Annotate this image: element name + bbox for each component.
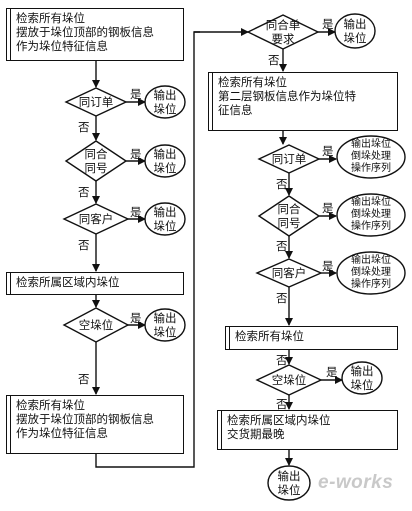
output-text: 输出垛位 — [343, 17, 367, 45]
process-text: 征信息 — [218, 103, 253, 117]
process-text: 检索所属区域内垛位 — [16, 275, 120, 289]
process-text: 检索所有垛位 — [16, 398, 85, 412]
process-text: 第二层钢板信息作为垛位特 — [218, 89, 356, 103]
yes-label: 是 — [130, 205, 142, 219]
output-terminal — [144, 144, 186, 178]
output-terminal — [336, 193, 406, 237]
decision-text: 同订单 — [78, 95, 114, 109]
decision-text: 同客户 — [78, 212, 114, 226]
output-text: 输出垛位 — [153, 147, 177, 175]
process-text: 作为垛位特征信息 — [16, 426, 108, 440]
output-terminal — [336, 135, 406, 179]
output-text: 输出垛位倒垛处理操作序列 — [351, 139, 391, 174]
process-text: 检索所有垛位 — [16, 11, 85, 25]
no-label: 否 — [276, 397, 288, 411]
process-text: 检索所有垛位 — [218, 75, 287, 89]
decision-text: 空垛位 — [78, 318, 114, 332]
decision-text: 空垛位 — [271, 373, 307, 387]
no-label: 否 — [276, 177, 288, 191]
no-label: 否 — [78, 185, 90, 199]
process-box: 检索所有垛位 — [225, 326, 398, 350]
yes-label: 是 — [130, 147, 142, 161]
output-text: 输出垛位 — [277, 469, 301, 497]
no-label: 否 — [276, 353, 288, 367]
yes-label: 是 — [130, 87, 142, 101]
yes-label: 是 — [322, 17, 334, 31]
decision-text: 同订单 — [271, 152, 307, 166]
no-label: 否 — [276, 239, 288, 253]
decision-text: 同合同号 — [277, 202, 301, 230]
process-text: 摆放于垛位顶部的钢板信息 — [16, 412, 154, 426]
process-box: 检索所有垛位 摆放于垛位顶部的钢板信息 作为垛位特征信息 — [6, 8, 184, 61]
no-label: 否 — [78, 120, 90, 134]
watermark-logo: e-works — [318, 472, 394, 493]
output-text: 输出垛位 — [153, 88, 177, 116]
yes-label: 是 — [322, 201, 334, 215]
yes-label: 是 — [130, 311, 142, 325]
output-terminal — [144, 85, 186, 119]
yes-label: 是 — [322, 144, 334, 158]
output-terminal — [341, 361, 383, 395]
output-text: 输出垛位 — [153, 205, 177, 233]
yes-label: 是 — [326, 365, 338, 379]
output-text: 输出垛位 — [153, 311, 177, 339]
process-text: 检索所属区域内垛位 — [227, 413, 331, 427]
process-text: 检索所有垛位 — [235, 329, 304, 343]
process-text: 作为垛位特征信息 — [16, 39, 108, 53]
no-label: 否 — [276, 291, 288, 305]
process-box: 检索所有垛位 第二层钢板信息作为垛位特 征信息 — [208, 72, 398, 131]
output-text: 输出垛位倒垛处理操作序列 — [351, 255, 391, 290]
process-text: 摆放于垛位顶部的钢板信息 — [16, 25, 154, 39]
process-text: 交货期最晚 — [227, 427, 285, 441]
decision-text: 同合单要求 — [265, 18, 301, 46]
no-label: 否 — [78, 238, 90, 252]
output-text: 输出垛位 — [350, 364, 374, 392]
output-terminal — [144, 308, 186, 342]
output-terminal — [267, 465, 311, 501]
decision-text: 同合 同号 — [84, 147, 108, 175]
output-text: 输出垛位倒垛处理操作序列 — [351, 197, 391, 232]
output-terminal — [334, 13, 376, 49]
decision-text: 同客户 — [271, 266, 307, 280]
no-label: 否 — [78, 372, 90, 386]
process-box: 检索所属区域内垛位 交货期最晚 — [217, 410, 398, 450]
yes-label: 是 — [322, 259, 334, 273]
process-box: 检索所属区域内垛位 — [6, 272, 184, 295]
process-box: 检索所有垛位 摆放于垛位顶部的钢板信息 作为垛位特征信息 — [6, 395, 184, 454]
output-terminal — [144, 202, 186, 236]
output-terminal — [336, 251, 406, 295]
no-label: 否 — [268, 53, 280, 67]
